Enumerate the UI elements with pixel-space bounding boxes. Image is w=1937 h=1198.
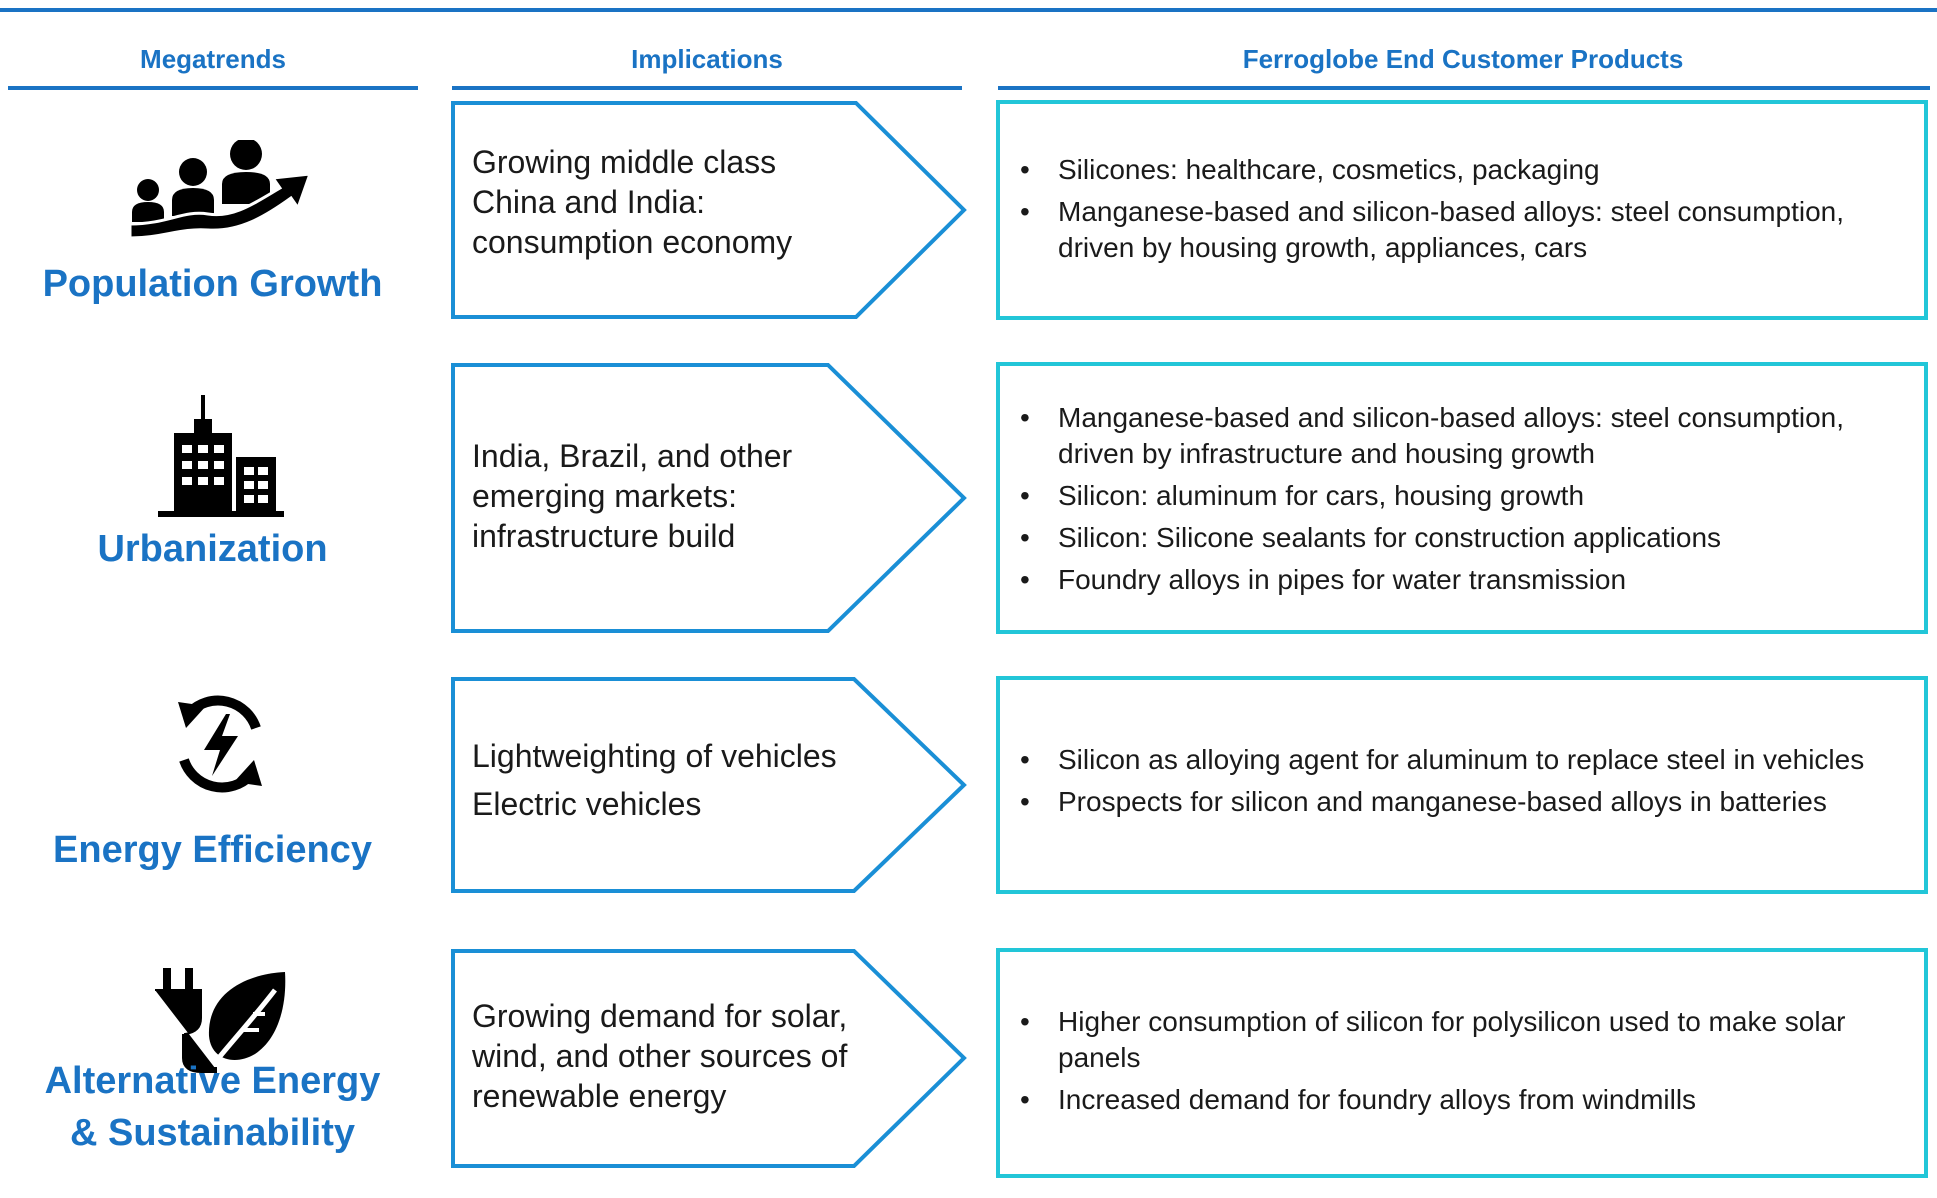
product-bullet: Manganese-based and silicon-based alloys…: [1020, 194, 1904, 266]
city-buildings-icon: [158, 395, 284, 522]
header-rule-products: [998, 86, 1930, 90]
implication-line: emerging markets:: [472, 478, 737, 514]
header-rule-implications: [452, 86, 962, 90]
product-bullet: Silicones: healthcare, cosmetics, packag…: [1020, 152, 1904, 188]
top-rule: [0, 8, 1937, 12]
product-bullet: Manganese-based and silicon-based alloys…: [1020, 400, 1904, 472]
products-box-4: Higher consumption of silicon for polysi…: [996, 948, 1928, 1178]
implication-line: Growing demand for solar,: [472, 998, 848, 1034]
product-bullet: Silicon as alloying agent for aluminum t…: [1020, 742, 1904, 778]
product-bullet: Silicon: aluminum for cars, housing grow…: [1020, 478, 1904, 514]
product-bullet: Increased demand for foundry alloys from…: [1020, 1082, 1904, 1118]
implication-line: Electric vehicles: [472, 786, 702, 822]
products-box-2: Manganese-based and silicon-based alloys…: [996, 362, 1928, 634]
implication-line: China and India:: [472, 184, 706, 220]
megatrend-line: & Sustainability: [69, 1112, 356, 1154]
products-box-3: Silicon as alloying agent for aluminum t…: [996, 676, 1928, 894]
implication-line: infrastructure build: [472, 518, 736, 554]
megatrend-line: Alternative Energy: [44, 1060, 381, 1102]
implication-arrow-1: Growing middle class China and India: co…: [450, 100, 970, 320]
implication-arrow-3: Lightweighting of vehicles Electric vehi…: [450, 676, 970, 894]
products-box-1: Silicones: healthcare, cosmetics, packag…: [996, 100, 1928, 320]
megatrend-alternative-energy: Alternative Energy & Sustainability: [0, 1055, 425, 1159]
header-rule-megatrends: [8, 86, 418, 90]
product-bullet: Silicon: Silicone sealants for construct…: [1020, 520, 1904, 556]
implication-arrow-2: India, Brazil, and other emerging market…: [450, 362, 970, 634]
header-implications: Implications: [631, 44, 783, 74]
implication-line: India, Brazil, and other: [472, 438, 793, 474]
implication-line: wind, and other sources of: [472, 1038, 848, 1074]
implication-line: renewable energy: [472, 1078, 727, 1114]
population-growth-icon: [128, 138, 313, 250]
megatrend-population-growth: Population Growth: [42, 263, 383, 305]
product-bullet: Foundry alloys in pipes for water transm…: [1020, 562, 1904, 598]
implication-line: Lightweighting of vehicles: [472, 738, 837, 774]
energy-cycle-icon: [168, 692, 272, 801]
product-bullet: Higher consumption of silicon for polysi…: [1020, 1004, 1904, 1076]
plug-leaf-icon: [155, 968, 295, 1083]
product-bullet: Prospects for silicon and manganese-base…: [1020, 784, 1904, 820]
implication-line: Growing middle class: [472, 144, 777, 180]
megatrend-energy-efficiency: Energy Efficiency: [53, 829, 372, 871]
header-megatrends: Megatrends: [140, 44, 286, 74]
megatrend-urbanization: Urbanization: [97, 528, 328, 570]
implication-line: consumption economy: [472, 224, 793, 260]
header-products: Ferroglobe End Customer Products: [1242, 44, 1684, 74]
implication-arrow-4: Growing demand for solar, wind, and othe…: [450, 948, 970, 1168]
